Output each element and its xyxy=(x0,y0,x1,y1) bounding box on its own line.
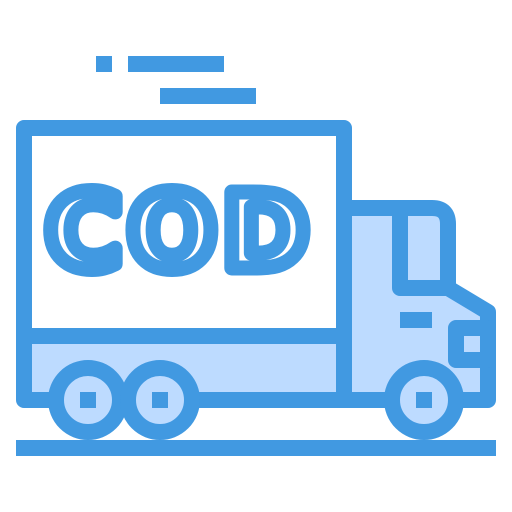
wheel-front xyxy=(384,360,464,440)
truck-cab xyxy=(344,200,496,408)
wheel-rear-2 xyxy=(120,360,200,440)
cargo-label: COD xyxy=(45,171,314,293)
ground-line xyxy=(16,440,496,456)
wheel-rear-1 xyxy=(48,360,128,440)
motion-lines-icon xyxy=(96,56,256,104)
